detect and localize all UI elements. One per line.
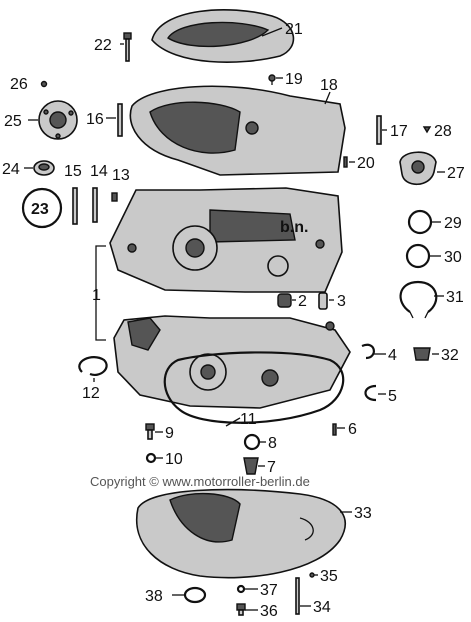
part-19-screw [268, 74, 276, 85]
part-15-stud [72, 187, 78, 225]
label-29: 29 [444, 215, 462, 232]
crankcase-upper-half [109, 187, 343, 293]
label-31: 31 [446, 289, 464, 306]
label-25: 25 [4, 113, 22, 130]
label-15: 15 [64, 163, 82, 180]
label-28: 28 [434, 123, 452, 140]
label-14: 14 [90, 163, 108, 180]
part-32-plug [413, 347, 431, 361]
label-21: 21 [285, 21, 303, 38]
label-3: 3 [337, 293, 346, 310]
label-26: 26 [10, 76, 28, 93]
part-18-upper-housing [129, 85, 346, 176]
label-18: 18 [320, 77, 338, 94]
label-2: 2 [298, 293, 307, 310]
part-2-nut [277, 293, 292, 308]
part-27-fitting [399, 151, 437, 186]
label-23: 23 [31, 201, 49, 218]
part-22-bolt [123, 32, 132, 62]
label-1: 1 [92, 287, 101, 304]
part-24-seal [33, 160, 55, 176]
part-33-lower-cover [135, 488, 346, 579]
part-17-stud [376, 115, 382, 145]
annotation-bn: b.n. [280, 219, 308, 236]
part-28-pin [422, 126, 432, 134]
label-22: 22 [94, 37, 112, 54]
part-5-circlip [364, 384, 377, 402]
label-24: 24 [2, 161, 20, 178]
label-19: 19 [285, 71, 303, 88]
part-10-washer [145, 452, 157, 464]
part-6-pin [332, 423, 337, 436]
label-35: 35 [320, 568, 338, 585]
label-7: 7 [267, 459, 276, 476]
part-30-ring [405, 243, 431, 269]
part-13-screw [111, 192, 118, 202]
part-34-long-bolt [295, 577, 300, 615]
part-20-pin [343, 156, 348, 168]
label-8: 8 [268, 435, 277, 452]
part-4-circlip [361, 343, 375, 360]
label-11: 11 [240, 411, 257, 428]
label-30: 30 [444, 249, 462, 266]
part-12-circlip [78, 356, 108, 376]
label-12: 12 [82, 385, 100, 402]
leader-lines [24, 27, 445, 611]
label-6: 6 [348, 421, 357, 438]
part-11-gasket [163, 351, 345, 424]
label-9: 9 [165, 425, 174, 442]
part-29-ring [407, 209, 433, 235]
part-37-washer [236, 584, 246, 594]
label-38: 38 [145, 588, 163, 605]
crankcase-lower-half [113, 315, 351, 409]
label-33: 33 [354, 505, 372, 522]
label-34: 34 [313, 599, 331, 616]
part-23-gasket [21, 187, 63, 229]
label-27: 27 [447, 165, 465, 182]
label-13: 13 [112, 167, 130, 184]
label-20: 20 [357, 155, 375, 172]
part-3-sleeve [318, 292, 328, 310]
part-9-screw [145, 423, 155, 440]
label-5: 5 [388, 388, 397, 405]
part-16-stud [117, 103, 123, 137]
part-8-washer [243, 433, 261, 451]
copyright-watermark: Copyright © www.motorroller-berlin.de [90, 474, 310, 489]
part-38-o-ring [183, 586, 207, 604]
part-14-stud [92, 187, 98, 223]
part-7-plug [243, 457, 259, 475]
label-17: 17 [390, 123, 408, 140]
label-32: 32 [441, 347, 459, 364]
part-21-cap-cover [151, 9, 295, 63]
bracket-1 [95, 245, 106, 341]
label-4: 4 [388, 347, 397, 364]
label-36: 36 [260, 603, 278, 620]
part-35-washer [309, 572, 315, 578]
part-25-flange [38, 100, 78, 140]
label-10: 10 [165, 451, 183, 468]
label-16: 16 [86, 111, 104, 128]
part-26-pin [40, 80, 48, 88]
label-37: 37 [260, 582, 278, 599]
part-36-screw [236, 603, 246, 616]
part-31-clamp [399, 280, 438, 319]
